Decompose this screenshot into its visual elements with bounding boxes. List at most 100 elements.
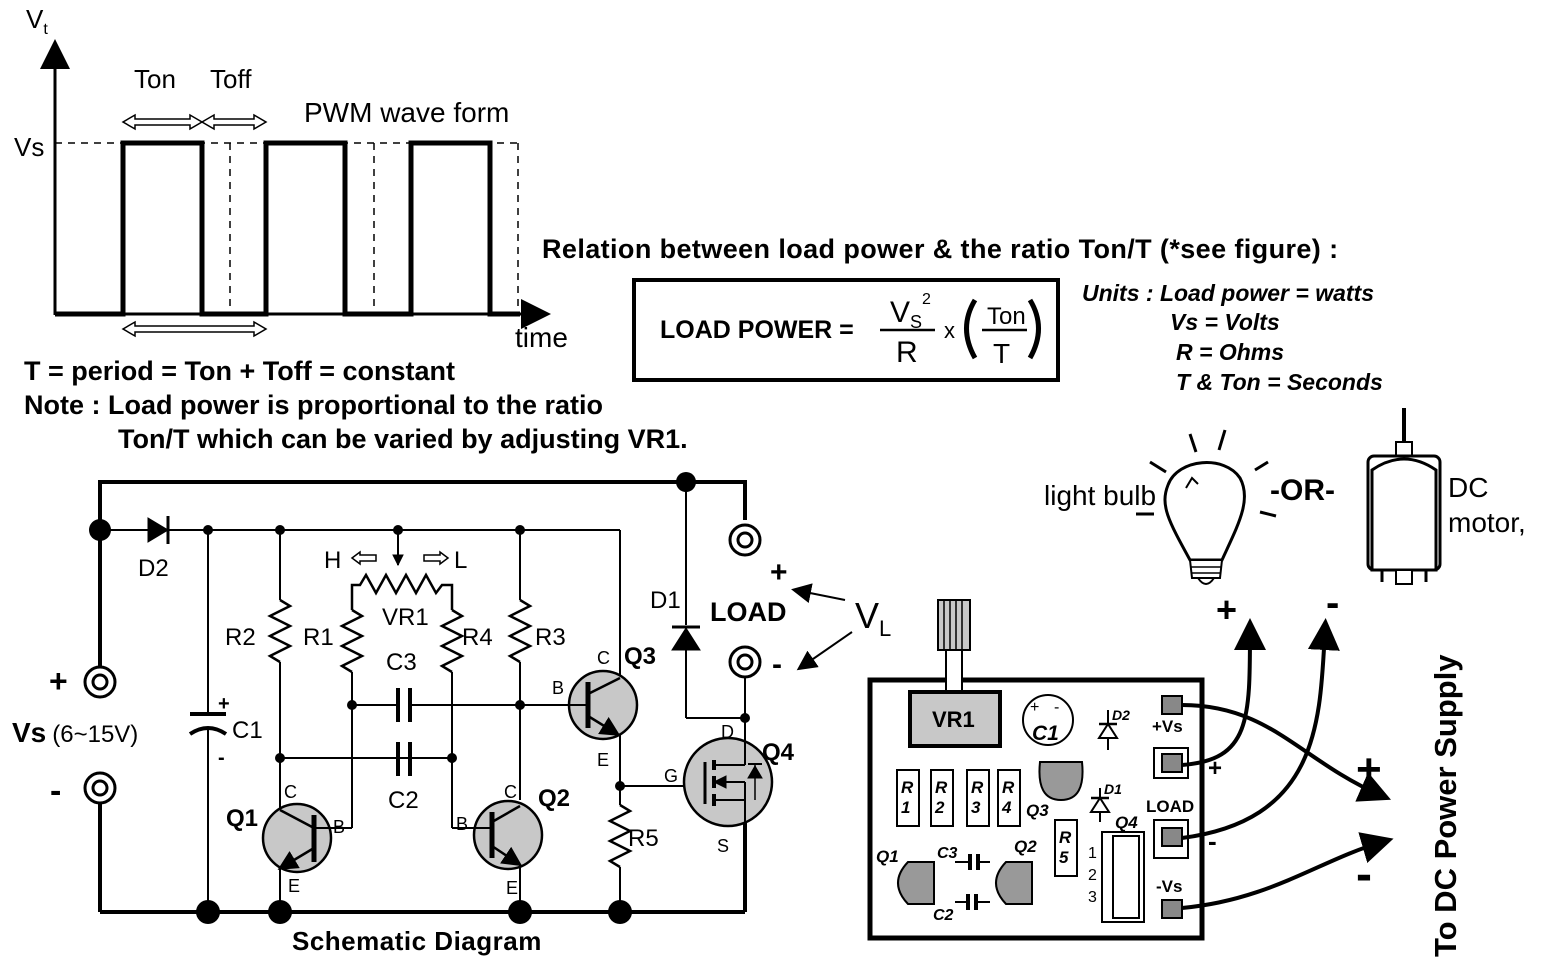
formula-r: R: [896, 336, 918, 369]
pcb-d1: D1: [1104, 781, 1122, 797]
formula-t: T: [993, 338, 1010, 369]
pcb-q2: Q2: [1014, 837, 1037, 856]
q1-pin-c: C: [284, 782, 297, 802]
pcb-vr1: VR1: [932, 707, 975, 732]
supply-minus: -: [1356, 848, 1372, 901]
q2-pin-c: C: [504, 782, 517, 802]
relation-section: Relation between load power & the ratio …: [542, 234, 1383, 395]
load-minus: -: [772, 648, 782, 681]
pwm-waveform: Vt Vs Ton Toff PWM wave form time T = pe…: [14, 4, 688, 454]
c3-label: C3: [386, 649, 417, 676]
q3-pin-e: E: [597, 750, 609, 770]
load-label: LOAD: [710, 597, 787, 627]
supply-label: To DC Power Supply: [1428, 654, 1463, 957]
pcb-c1-minus: -: [1054, 699, 1059, 716]
q2-pin-b: B: [456, 814, 468, 834]
units-line-1: Units : Load power = watts: [1082, 280, 1374, 306]
c1-label: C1: [232, 717, 263, 744]
vs-plus: +: [49, 663, 68, 699]
pcb-c1-plus: +: [1030, 699, 1039, 716]
note-line-1: Note : Load power is proportional to the…: [24, 390, 603, 420]
pcb-board: [867, 599, 1394, 941]
light-bulb-icon: [1136, 429, 1277, 585]
formula-vs: VS2: [890, 291, 931, 332]
units-line-2: Vs = Volts: [1170, 309, 1280, 335]
formula-ton: Ton: [987, 303, 1026, 330]
y-axis-label: Vt: [26, 4, 48, 38]
load-wire-plus: +: [1216, 589, 1237, 630]
r4-label: R4: [462, 624, 493, 651]
light-bulb-label: light bulb: [1044, 480, 1156, 511]
vs-minus: -: [50, 772, 61, 810]
load-plus: +: [770, 556, 788, 589]
motor-label-1: DC: [1448, 472, 1488, 503]
d1-label: D1: [650, 587, 681, 614]
pcb-load: LOAD: [1146, 797, 1194, 816]
waveform-title: PWM wave form: [304, 97, 509, 128]
pcb-load-minus: -: [1208, 826, 1217, 856]
q4-pin-g: G: [664, 766, 678, 786]
r1-label: R1: [303, 624, 334, 651]
pcb-q4: Q4: [1115, 813, 1138, 832]
r5-label: R5: [628, 825, 659, 852]
q4-label: Q4: [762, 739, 795, 766]
q3-pin-c: C: [597, 648, 610, 668]
vs-level-label: Vs: [14, 132, 44, 162]
pcb-d2: D2: [1112, 707, 1130, 723]
ton-label: Ton: [134, 64, 176, 94]
schematic-diagram: [83, 472, 853, 924]
power-supply-labels: + - To DC Power Supply: [1356, 654, 1463, 957]
motor-label-2: motor,: [1448, 507, 1526, 538]
q1-pin-b: B: [333, 817, 345, 837]
units-line-3: R = Ohms: [1176, 339, 1284, 365]
pcb-q1: Q1: [876, 847, 899, 866]
pcb-pin-1: 1: [1088, 845, 1097, 862]
period-equation: T = period = Ton + Toff = constant: [24, 356, 455, 386]
load-wire-minus: -: [1326, 581, 1339, 625]
r3-label: R3: [535, 624, 566, 651]
pcb-c3: C3: [937, 845, 958, 862]
q2-pin-e: E: [506, 878, 518, 898]
formula-label: LOAD POWER =: [660, 316, 854, 344]
pcb-vs-plus: +Vs: [1152, 717, 1183, 736]
q1-label: Q1: [226, 805, 258, 832]
h-label: H: [324, 547, 341, 574]
q4-pin-s: S: [717, 836, 729, 856]
relation-heading: Relation between load power & the ratio …: [542, 234, 1338, 264]
pcb-vs-minus: -Vs: [1156, 877, 1182, 896]
q2-label: Q2: [538, 785, 570, 812]
pcb-q3: Q3: [1026, 801, 1049, 820]
formula-times: x: [944, 318, 955, 343]
pcb-pin-2: 2: [1088, 867, 1097, 884]
loads-labels: light bulb -OR- DC motor, + -: [1044, 472, 1526, 630]
r2-label: R2: [225, 624, 256, 651]
schematic-title: Schematic Diagram: [292, 926, 542, 956]
time-axis-label: time: [515, 322, 568, 353]
q3-label: Q3: [624, 643, 656, 670]
vl-label: VL: [855, 595, 891, 641]
l-label: L: [454, 547, 467, 574]
supply-plus: +: [1356, 745, 1382, 794]
vr1-label: VR1: [382, 604, 429, 631]
units-line-4: T & Ton = Seconds: [1176, 369, 1383, 395]
c1-plus: +: [218, 693, 230, 715]
schematic-labels: D2 C1 + - R2 R1 VR1 R4 R3 H L C3 C2 R5 D…: [12, 547, 891, 956]
c1-minus: -: [218, 747, 225, 769]
pcb-load-plus: +: [1208, 755, 1222, 782]
pcb-c2: C2: [933, 907, 954, 924]
pcb-pin-3: 3: [1088, 889, 1097, 906]
q4-pin-d: D: [721, 722, 734, 742]
q3-pin-b: B: [552, 678, 564, 698]
or-label: -OR-: [1270, 474, 1335, 507]
d2-label: D2: [138, 555, 169, 582]
toff-label: Toff: [210, 64, 252, 94]
q1-pin-e: E: [288, 876, 300, 896]
dc-motor-icon: [1366, 408, 1442, 585]
